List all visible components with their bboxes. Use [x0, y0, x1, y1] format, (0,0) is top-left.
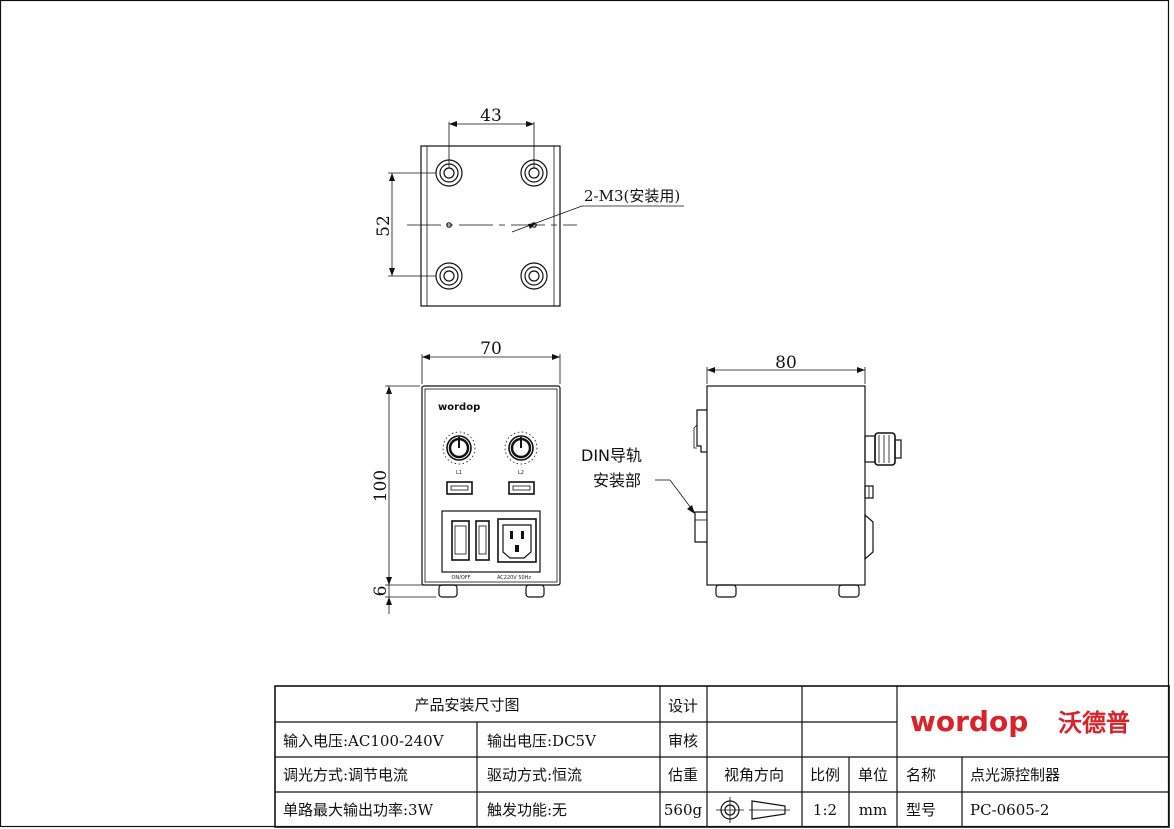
foot [525, 584, 545, 598]
foot [715, 584, 737, 598]
tb-drive: 驱动方式:恒流 [487, 766, 582, 784]
tb-input-voltage: 输入电压:AC100-240V [283, 732, 445, 750]
mount-hole-note: 2-M3(安装用) [584, 187, 680, 205]
tb-design-label: 设计 [668, 697, 698, 715]
knob2-label: L2 [518, 470, 524, 476]
tb-trigger: 触发功能:无 [487, 801, 567, 819]
brand-logo-en: wordop [910, 705, 1028, 738]
power-label: AC220V 50Hz [497, 575, 531, 581]
foot [838, 584, 860, 598]
dim-feet-height: 6 [371, 586, 391, 597]
brand-logo-cn: 沃德普 [1058, 709, 1130, 737]
din-label-line1: DIN导轨 [581, 446, 642, 465]
tb-model-label: 型号 [906, 801, 936, 819]
knob1-label: L1 [456, 470, 462, 476]
dial-knob [504, 431, 538, 465]
tb-output-voltage: 输出电压:DC5V [487, 732, 597, 750]
dim-front-height: 100 [371, 470, 391, 502]
dim-top-width: 43 [480, 106, 502, 126]
title-block: 产品安装尺寸图 输入电压:AC100-240V 输出电压:DC5V 调光方式:调… [274, 685, 1170, 828]
switch-label: ON/OFF [451, 575, 470, 581]
power-socket [497, 518, 537, 563]
foot [438, 584, 458, 598]
tb-name-label: 名称 [906, 766, 936, 784]
tb-title: 产品安装尺寸图 [414, 696, 519, 714]
tb-unit-label: 单位 [858, 766, 888, 784]
tb-name-value: 点光源控制器 [970, 766, 1060, 784]
tb-unit-value: mm [859, 801, 887, 819]
side-knob [864, 432, 902, 466]
front-view: wordop L1 L2 [371, 339, 561, 614]
din-rail-clip [693, 409, 707, 543]
tb-scale-label: 比例 [810, 766, 840, 784]
output-connector [446, 481, 473, 495]
projection-symbol [716, 797, 790, 823]
side-switch [864, 513, 874, 561]
tb-view-label: 视角方向 [724, 766, 784, 784]
fuse-holder [475, 520, 490, 561]
mount-hole [520, 262, 548, 290]
tb-max-power: 单路最大输出功率:3W [283, 801, 434, 819]
panel-logo: wordop [438, 402, 480, 413]
mount-hole [435, 262, 463, 290]
din-label-line2: 安装部 [593, 471, 641, 490]
tb-weight-value: 560g [664, 801, 703, 819]
dim-top-height: 52 [374, 215, 394, 237]
tb-dimming: 调光方式:调节电流 [283, 766, 408, 784]
side-view: 80 DIN导轨 安装部 [581, 353, 902, 598]
output-connector [508, 481, 535, 495]
power-switch [451, 520, 470, 561]
tb-scale-value: 1:2 [813, 801, 837, 819]
dial-knob [442, 431, 476, 465]
top-view: 43 52 2-M3(安装用) [374, 106, 684, 307]
tb-model-value: PC-0605-2 [970, 801, 1049, 819]
side-connector [864, 485, 874, 499]
tb-review-label: 审核 [668, 732, 698, 750]
tb-weight-label: 估重 [668, 766, 698, 784]
dim-side-depth: 80 [775, 353, 797, 373]
dim-front-width: 70 [480, 339, 502, 359]
